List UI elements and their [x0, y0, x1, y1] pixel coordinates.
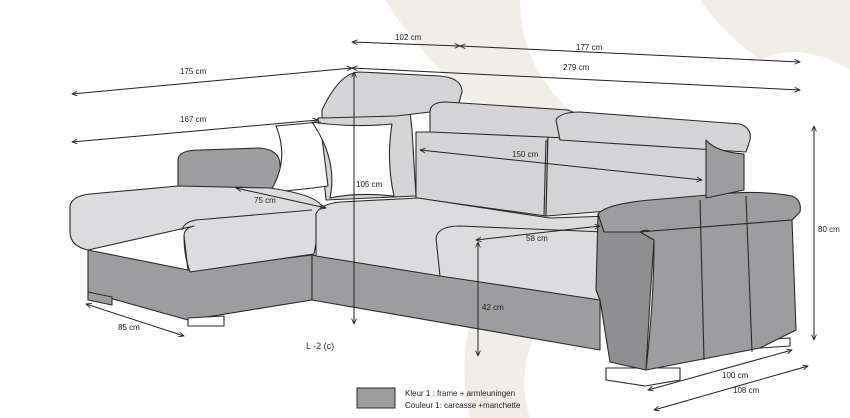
- watermark-shape: [385, 0, 611, 418]
- dim-line-58: [476, 226, 600, 240]
- dim-line-75: [236, 188, 326, 208]
- dim-line-175: [72, 68, 352, 94]
- sofa-seat-cushion-line: [435, 225, 605, 239]
- dim-label-75: 75 cm: [254, 196, 276, 205]
- dim-label-150: 150 cm: [512, 150, 539, 159]
- dim-line-85: [86, 304, 184, 336]
- dim-label-175: 175 cm: [180, 67, 207, 76]
- dim-label-105: 105 cm: [356, 180, 383, 189]
- chaise-arm: [177, 147, 283, 193]
- watermark-shape-right: [700, 0, 850, 70]
- dim-label-279: 279 cm: [563, 63, 590, 72]
- dim-line-150: [420, 150, 702, 180]
- dim-label-100: 100 cm: [722, 371, 749, 380]
- dim-line-177: [460, 46, 800, 62]
- legend-line-2: Couleur 1: carcasse +manchette: [405, 401, 521, 410]
- dim-line-108: [654, 366, 808, 410]
- dim-label-58: 58 cm: [526, 234, 548, 243]
- model-label: L -2 (c): [306, 341, 334, 351]
- right-armrest-front: [595, 213, 655, 371]
- legend-swatch: [356, 387, 396, 409]
- sofa-seat: [315, 197, 613, 301]
- right-armrest-top: [597, 191, 801, 233]
- headrest-right: [555, 111, 751, 153]
- dim-label-85: 85 cm: [118, 323, 140, 332]
- dim-label-177: 177 cm: [576, 43, 603, 52]
- dim-line-279: [352, 68, 800, 90]
- dim-label-102: 102 cm: [395, 33, 422, 42]
- foot-right: [605, 367, 681, 387]
- dim-label-80: 80 cm: [818, 225, 840, 234]
- dim-label-167: 167 cm: [180, 115, 207, 124]
- foot-middle: [187, 315, 225, 327]
- dim-label-108: 108 cm: [733, 386, 760, 395]
- dim-label-42: 42 cm: [482, 303, 504, 312]
- dim-line-167: [72, 120, 318, 142]
- dim-line-102: [352, 42, 460, 46]
- legend-line-1: Kleur 1 : frame + armleuningen: [405, 389, 515, 398]
